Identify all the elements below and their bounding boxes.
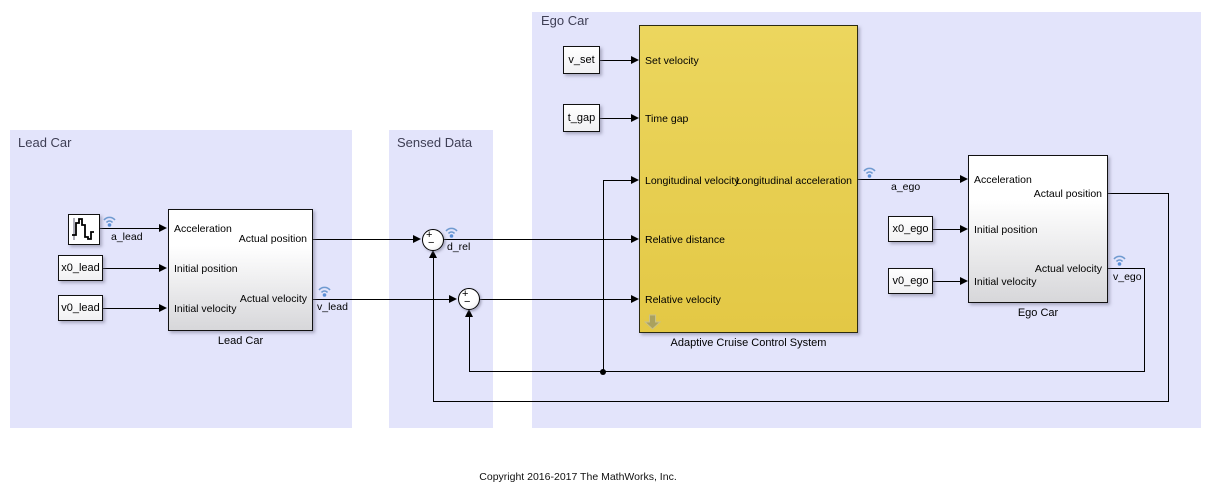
signal-label-a-lead: a_lead [111, 231, 143, 243]
wire-relative-velocity[interactable] [480, 299, 632, 301]
wire-actual-position[interactable] [313, 239, 414, 241]
signal-label-d-rel: d_rel [447, 241, 471, 253]
log-badge-a-lead-icon [103, 216, 116, 227]
wire-actual-position-arrowhead [413, 235, 421, 244]
wire-v-set-arrowhead [630, 56, 639, 65]
wire-v-ego-feedback-arrowhead [464, 309, 473, 317]
wire-v-lead-arrowhead [449, 295, 457, 304]
port-acc-relative-velocity: Relative velocity [645, 294, 721, 306]
wire-v-ego-branch[interactable] [603, 180, 632, 182]
wire-x0-ego-arrowhead [959, 225, 968, 234]
wire-v-ego-feedback[interactable] [1108, 268, 1145, 270]
wire-a-lead-arrowhead [159, 224, 167, 233]
wire-relative-velocity-arrowhead [630, 295, 639, 304]
log-badge-v-ego-icon [1113, 255, 1126, 266]
sum1-plus-sign: + [426, 229, 433, 241]
wire-ego-position-feedback[interactable] [433, 401, 1169, 403]
wire-ego-position-feedback[interactable] [1168, 193, 1170, 402]
constant-t-gap[interactable]: t_gap [563, 104, 600, 132]
log-badge-v-lead-icon [318, 286, 331, 297]
wire-v-ego-feedback[interactable] [469, 371, 1145, 373]
sum-relative-velocity-block[interactable]: + − [458, 288, 480, 310]
signal-source-block[interactable] [68, 214, 100, 245]
constant-x0-lead-label: x0_lead [61, 262, 100, 274]
port-lead-actual-position: Actual position [238, 233, 307, 245]
wire-t-gap-arrowhead [630, 114, 639, 123]
wire-ego-position-feedback[interactable] [432, 258, 434, 402]
wire-x0-ego[interactable] [933, 229, 960, 231]
lead-car-subsystem-block[interactable]: Acceleration Initial position Initial ve… [168, 209, 313, 331]
area-label-lead-car: Lead Car [18, 135, 72, 150]
port-lead-initial-position: Initial position [174, 263, 238, 275]
wire-v-ego-feedback[interactable] [468, 317, 470, 372]
port-ego-acceleration: Acceleration [974, 174, 1032, 186]
constant-v-set[interactable]: v_set [563, 46, 600, 74]
wire-a-ego[interactable] [858, 179, 960, 181]
wire-v-ego-branch[interactable] [602, 180, 604, 372]
constant-x0-lead[interactable]: x0_lead [58, 255, 103, 281]
constant-v0-ego[interactable]: v0_ego [888, 268, 933, 294]
adaptive-cruise-control-label: Adaptive Cruise Control System [670, 337, 827, 349]
port-acc-longitudinal-acceleration: Longitudinal acceleration [735, 175, 852, 187]
signal-label-v-ego: v_ego [1113, 271, 1142, 283]
wire-junction-dot [600, 368, 606, 375]
port-lead-initial-velocity: Initial velocity [174, 303, 237, 315]
variant-subsystem-down-arrow-icon [644, 314, 661, 330]
port-acc-set-velocity: Set velocity [645, 55, 699, 67]
staircase-wave-icon [72, 218, 94, 240]
port-ego-initial-position: Initial position [974, 224, 1038, 236]
wire-x0-lead[interactable] [103, 268, 160, 270]
wire-d-rel-arrowhead [630, 235, 639, 244]
wire-a-lead[interactable] [100, 228, 160, 230]
sum1-minus-sign: − [428, 237, 435, 249]
wire-v-set[interactable] [600, 60, 632, 62]
log-badge-d-rel-icon [445, 227, 458, 238]
wire-v0-ego[interactable] [933, 281, 960, 283]
signal-label-v-lead: v_lead [317, 301, 348, 313]
port-acc-longitudinal-velocity: Longitudinal velocity [645, 175, 740, 187]
copyright-text: Copyright 2016-2017 The MathWorks, Inc. [479, 471, 677, 483]
constant-v0-lead[interactable]: v0_lead [58, 295, 103, 321]
area-label-sensed-data: Sensed Data [397, 135, 473, 150]
sum2-minus-sign: − [464, 296, 471, 308]
sum-relative-distance-block[interactable]: + − [422, 229, 444, 251]
wire-v-ego-branch-arrowhead [630, 176, 639, 185]
port-ego-actual-position: Actaul position [1033, 188, 1102, 200]
wire-v-lead[interactable] [313, 299, 450, 301]
constant-v0-ego-label: v0_ego [892, 275, 929, 287]
wire-a-ego-arrowhead [959, 175, 968, 184]
port-acc-relative-distance: Relative distance [645, 234, 725, 246]
port-lead-actual-velocity: Actual velocity [239, 293, 307, 305]
constant-v0-lead-label: v0_lead [61, 302, 100, 314]
sum2-plus-sign: + [462, 288, 469, 300]
wire-v0-lead-arrowhead [159, 304, 167, 313]
ego-car-subsystem-label: Ego Car [1017, 307, 1059, 319]
lead-car-subsystem-label: Lead Car [217, 335, 264, 347]
wire-d-rel[interactable] [444, 239, 632, 241]
constant-x0-ego-label: x0_ego [892, 223, 929, 235]
constant-v-set-label: v_set [568, 54, 595, 66]
area-label-ego-car: Ego Car [541, 13, 589, 28]
wire-ego-position-feedback[interactable] [1108, 193, 1169, 195]
wire-t-gap[interactable] [600, 118, 632, 120]
wire-v-ego-feedback[interactable] [1143, 268, 1145, 372]
constant-t-gap-label: t_gap [567, 112, 596, 124]
constant-x0-ego[interactable]: x0_ego [888, 216, 933, 242]
wire-ego-position-feedback-arrowhead [428, 250, 437, 258]
wire-x0-lead-arrowhead [159, 264, 167, 273]
port-lead-acceleration: Acceleration [174, 223, 232, 235]
area-sensed-data[interactable] [389, 130, 493, 428]
port-ego-initial-velocity: Initial velocity [974, 276, 1037, 288]
adaptive-cruise-control-block[interactable]: Set velocity Time gap Longitudinal veloc… [639, 25, 858, 333]
log-badge-a-ego-icon [863, 167, 876, 178]
ego-car-subsystem-block[interactable]: Acceleration Initial position Initial ve… [968, 155, 1108, 303]
wire-v0-lead[interactable] [103, 308, 160, 310]
signal-label-a-ego: a_ego [891, 181, 921, 193]
port-acc-time-gap: Time gap [645, 113, 689, 125]
port-ego-actual-velocity: Actual velocity [1034, 263, 1102, 275]
wire-v0-ego-arrowhead [959, 277, 968, 286]
